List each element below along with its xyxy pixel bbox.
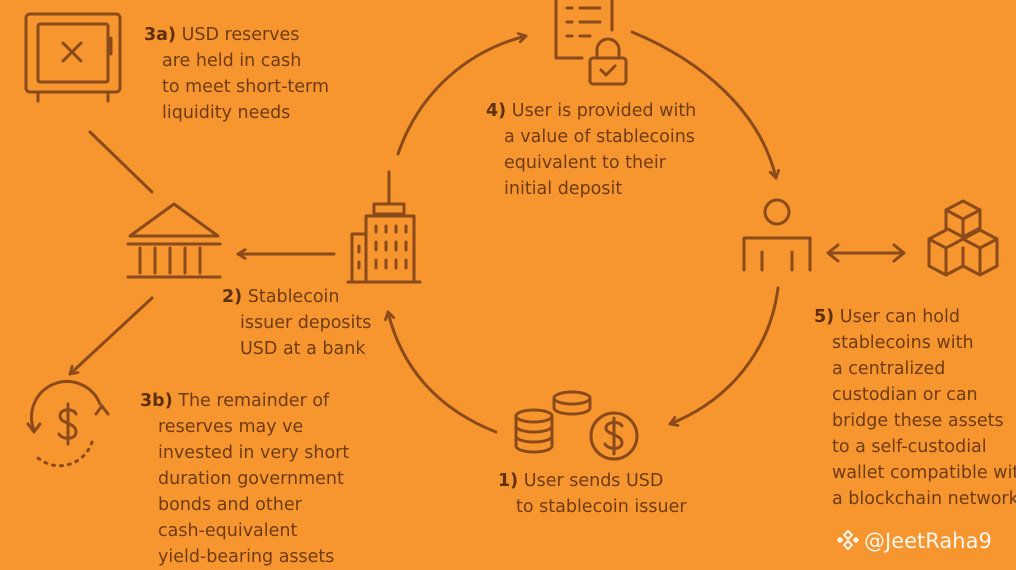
dollar-cycle-icon xyxy=(26,380,110,468)
user-icon xyxy=(742,198,812,272)
connector-safe-bank xyxy=(88,130,154,194)
watermark-text: @JeetRaha9 xyxy=(864,529,992,553)
blockchain-cubes-icon xyxy=(927,199,999,277)
arc-coins-to-building xyxy=(388,310,498,434)
step-4-label: 4) User is provided with a value of stab… xyxy=(486,101,697,199)
arc-user-to-coins xyxy=(668,286,780,424)
office-building-icon xyxy=(346,170,422,284)
watermark: @JeetRaha9 xyxy=(836,526,992,556)
double-arrow-icon xyxy=(826,243,906,263)
binance-logo-icon xyxy=(837,530,859,550)
arc-document-to-user xyxy=(630,30,776,180)
document-lock-icon xyxy=(554,0,628,86)
bank-icon xyxy=(126,202,222,279)
arc-building-to-document xyxy=(396,36,528,156)
step-5-label: 5) User can hold stablecoins with a cent… xyxy=(814,307,1016,509)
dollar-coin-icon xyxy=(589,411,639,461)
step-3a-label: 3a) USD reserves are held in cash to mee… xyxy=(144,25,329,123)
arrow-bank-to-investments xyxy=(68,296,154,376)
step-3b-label: 3b) The remainder of reserves may ve inv… xyxy=(140,391,350,567)
step-2-label: 2) Stablecoin issuer deposits USD at a b… xyxy=(222,287,372,359)
step-1-label: 1) User sends USD to stablecoin issuer xyxy=(498,471,687,517)
coins-stack-icon xyxy=(514,390,592,454)
safe-icon xyxy=(24,12,122,103)
